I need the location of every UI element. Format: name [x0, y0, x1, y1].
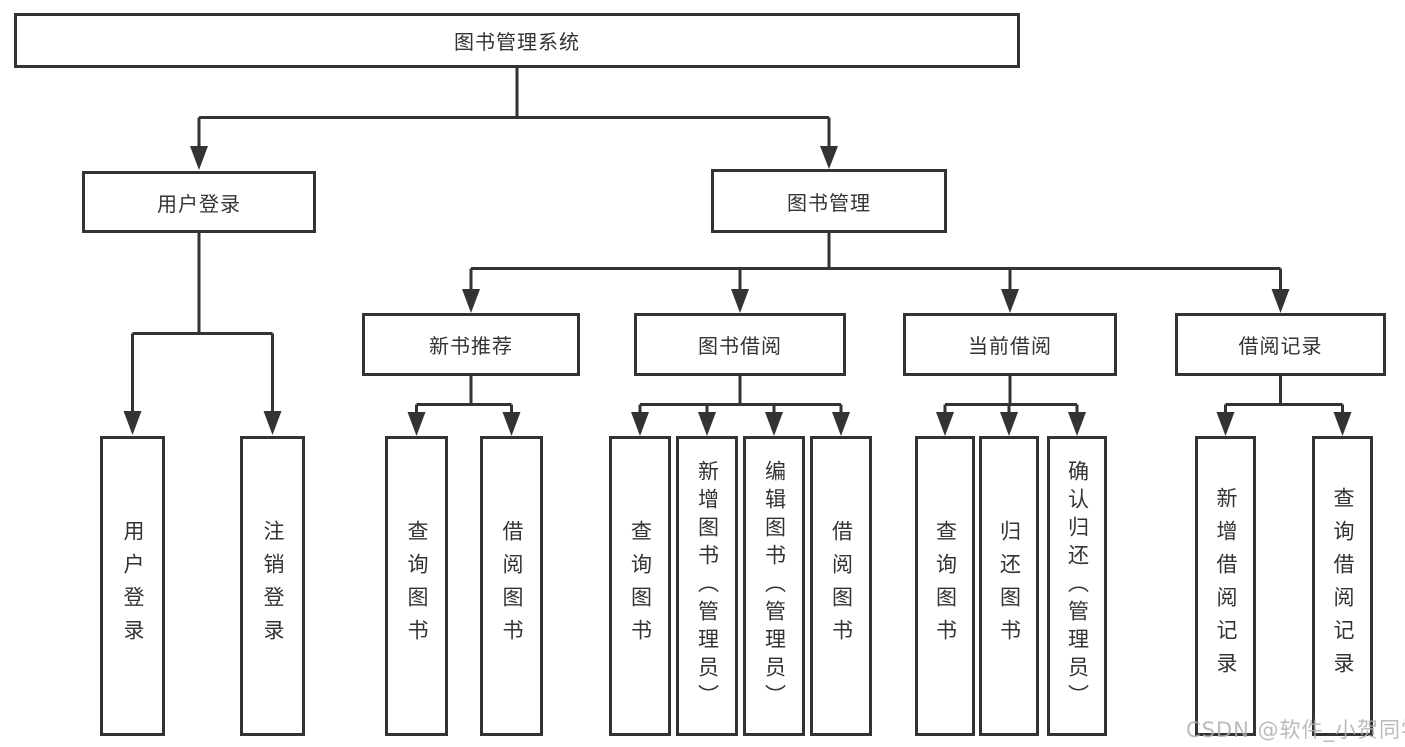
leaf-borrow-books-main-label: 借阅图书 — [829, 520, 854, 652]
node-book-borrow-label: 图书借阅 — [698, 334, 782, 358]
leaf-add-book-admin: 新增图书（管理员） — [676, 436, 738, 736]
leaf-add-borrow-record: 新增借阅记录 — [1195, 436, 1256, 736]
leaf-add-borrow-record-label: 新增借阅记录 — [1214, 487, 1238, 685]
node-current-borrow: 当前借阅 — [903, 313, 1117, 376]
leaf-edit-book-admin-label: 编辑图书（管理员） — [762, 460, 787, 712]
leaf-confirm-return-admin-label: 确认归还（管理员） — [1065, 460, 1090, 712]
node-new-book-recommend-label: 新书推荐 — [429, 334, 513, 358]
leaf-confirm-return-admin: 确认归还（管理员） — [1047, 436, 1107, 736]
leaf-return-book: 归还图书 — [979, 436, 1039, 736]
connector-borrow-records-to-leaves — [1216, 376, 1352, 436]
node-borrow-records: 借阅记录 — [1175, 313, 1386, 376]
leaf-add-book-admin-label: 新增图书（管理员） — [695, 460, 720, 712]
connector-new-book-to-leaves — [407, 376, 521, 436]
node-user-login: 用户登录 — [82, 171, 316, 233]
node-current-borrow-label: 当前借阅 — [968, 334, 1052, 358]
leaf-edit-book-admin: 编辑图书（管理员） — [743, 436, 805, 736]
connector-book-borrow-to-leaves — [631, 376, 850, 436]
node-borrow-records-label: 借阅记录 — [1238, 334, 1323, 358]
leaf-query-borrow-record: 查询借阅记录 — [1312, 436, 1373, 736]
connector-root-to-level2 — [190, 68, 838, 170]
leaf-query-books-borrow: 查询图书 — [609, 436, 671, 736]
leaf-logout-label: 注销登录 — [261, 520, 285, 652]
leaf-borrow-books-recommend-label: 借阅图书 — [500, 520, 524, 652]
leaf-query-books-recommend-label: 查询图书 — [405, 520, 429, 652]
leaf-query-borrow-record-label: 查询借阅记录 — [1331, 487, 1355, 685]
connector-book-mgmt-to-level3 — [462, 233, 1290, 313]
leaf-borrow-books-recommend: 借阅图书 — [480, 436, 543, 736]
node-book-borrow: 图书借阅 — [634, 313, 846, 376]
leaf-return-book-label: 归还图书 — [997, 520, 1022, 652]
node-book-management: 图书管理 — [711, 169, 947, 233]
leaf-query-books-current: 查询图书 — [915, 436, 975, 736]
node-root-label: 图书管理系统 — [454, 30, 580, 54]
leaf-user-login-label: 用户登录 — [121, 520, 145, 652]
leaf-borrow-books-main: 借阅图书 — [810, 436, 872, 736]
watermark-text: CSDN @软件_小贺同学 — [1186, 718, 1405, 742]
node-new-book-recommend: 新书推荐 — [362, 313, 580, 376]
node-root: 图书管理系统 — [14, 13, 1020, 68]
node-book-management-label: 图书管理 — [787, 190, 871, 215]
leaf-logout: 注销登录 — [240, 436, 305, 736]
leaf-query-books-current-label: 查询图书 — [933, 520, 958, 652]
connector-current-borrow-to-leaves — [936, 376, 1086, 436]
leaf-user-login: 用户登录 — [100, 436, 165, 736]
connector-user-login-to-leaves — [123, 233, 282, 435]
node-user-login-label: 用户登录 — [157, 191, 241, 216]
leaf-query-books-borrow-label: 查询图书 — [628, 520, 653, 652]
leaf-query-books-recommend: 查询图书 — [385, 436, 448, 736]
